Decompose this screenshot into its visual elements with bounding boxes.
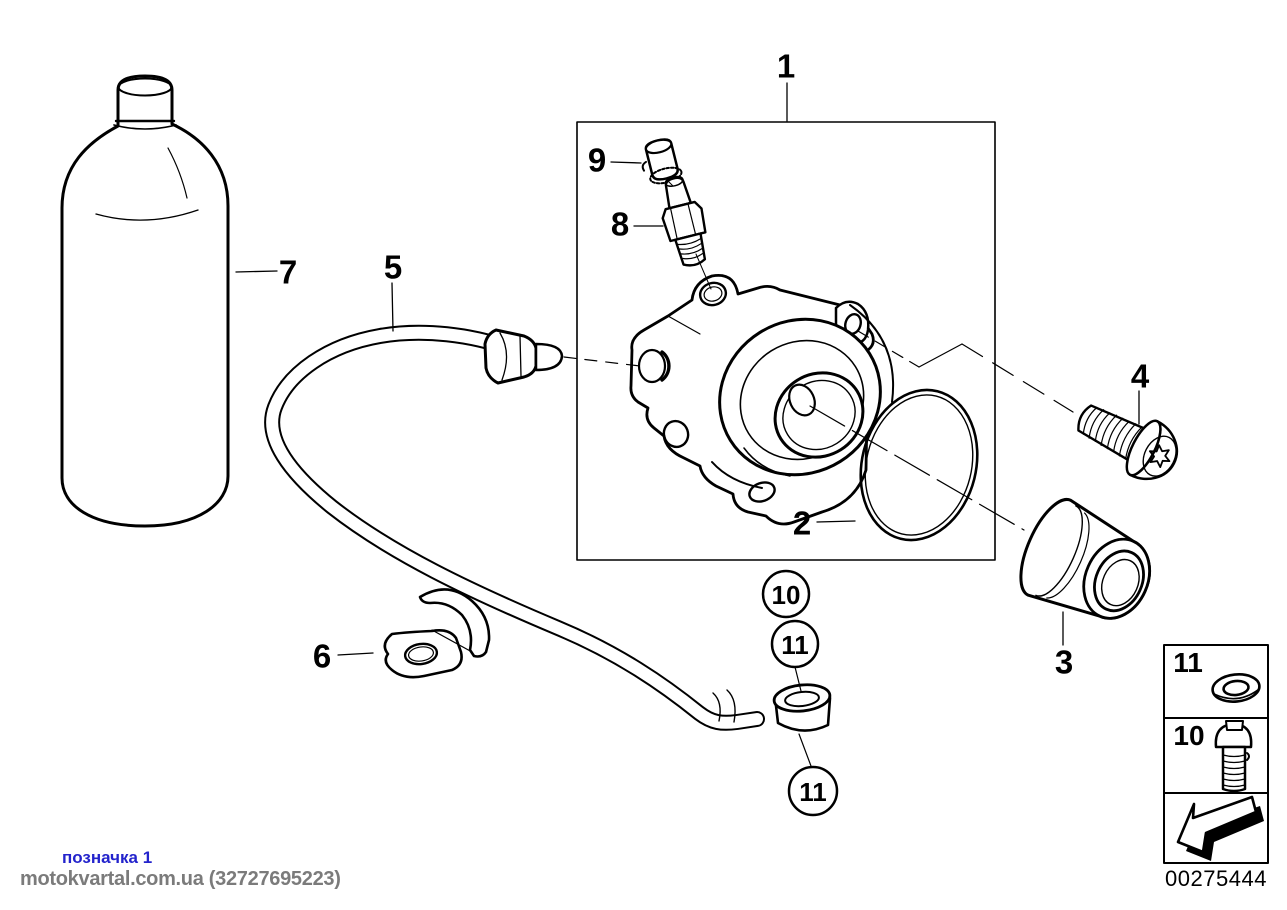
hose-drawing xyxy=(264,324,765,731)
part-label-9: 9 xyxy=(587,141,607,179)
callout-bubble-11-bottom: 11 xyxy=(799,777,827,807)
bushing-drawing xyxy=(1019,498,1152,620)
callout-bubbles xyxy=(761,569,839,817)
part-label-6: 6 xyxy=(312,637,332,675)
hose-fitting-drawing xyxy=(483,328,564,385)
legend-box xyxy=(1163,644,1269,864)
legend-label-10: 10 xyxy=(1173,720,1205,751)
bleeder-valve-drawing xyxy=(661,175,707,267)
dust-cap-drawing xyxy=(641,138,683,185)
o-ring-drawing xyxy=(859,388,979,542)
callout-bubble-circle-11-bottom xyxy=(787,765,839,817)
washer-icon xyxy=(1211,673,1261,703)
callout-bubble-11-top: 11 xyxy=(781,630,809,660)
watermark-text: motokvartal.com.ua (32727695223) xyxy=(20,868,341,890)
callout-bubble-circle-11-top xyxy=(770,619,820,669)
callout-bubble-10: 10 xyxy=(771,580,801,610)
part-label-4: 4 xyxy=(1130,357,1150,395)
part-label-8: 8 xyxy=(610,205,630,243)
part-label-7: 7 xyxy=(278,253,298,291)
part-label-2: 2 xyxy=(792,504,812,542)
assembly-frame xyxy=(576,121,996,561)
slave-cylinder-drawing xyxy=(629,274,894,526)
direction-arrow-icon xyxy=(1176,795,1264,861)
callout-bubble-circle-10 xyxy=(761,569,811,619)
part-label-3: 3 xyxy=(1054,643,1074,681)
fluid-bottle-drawing xyxy=(60,74,230,528)
leader-lines xyxy=(235,82,1140,767)
screw-icon xyxy=(1214,720,1253,793)
drawing-number: 00275444 xyxy=(1165,866,1267,891)
banjo-fitting-drawing xyxy=(772,683,832,732)
legend-label-11: 11 xyxy=(1173,647,1203,678)
part-label-5: 5 xyxy=(383,248,403,286)
note-link[interactable]: позначка 1 xyxy=(62,848,153,867)
clamp-drawing xyxy=(383,588,491,679)
torx-bolt-drawing xyxy=(1077,404,1179,481)
part-label-1: 1 xyxy=(776,47,796,85)
